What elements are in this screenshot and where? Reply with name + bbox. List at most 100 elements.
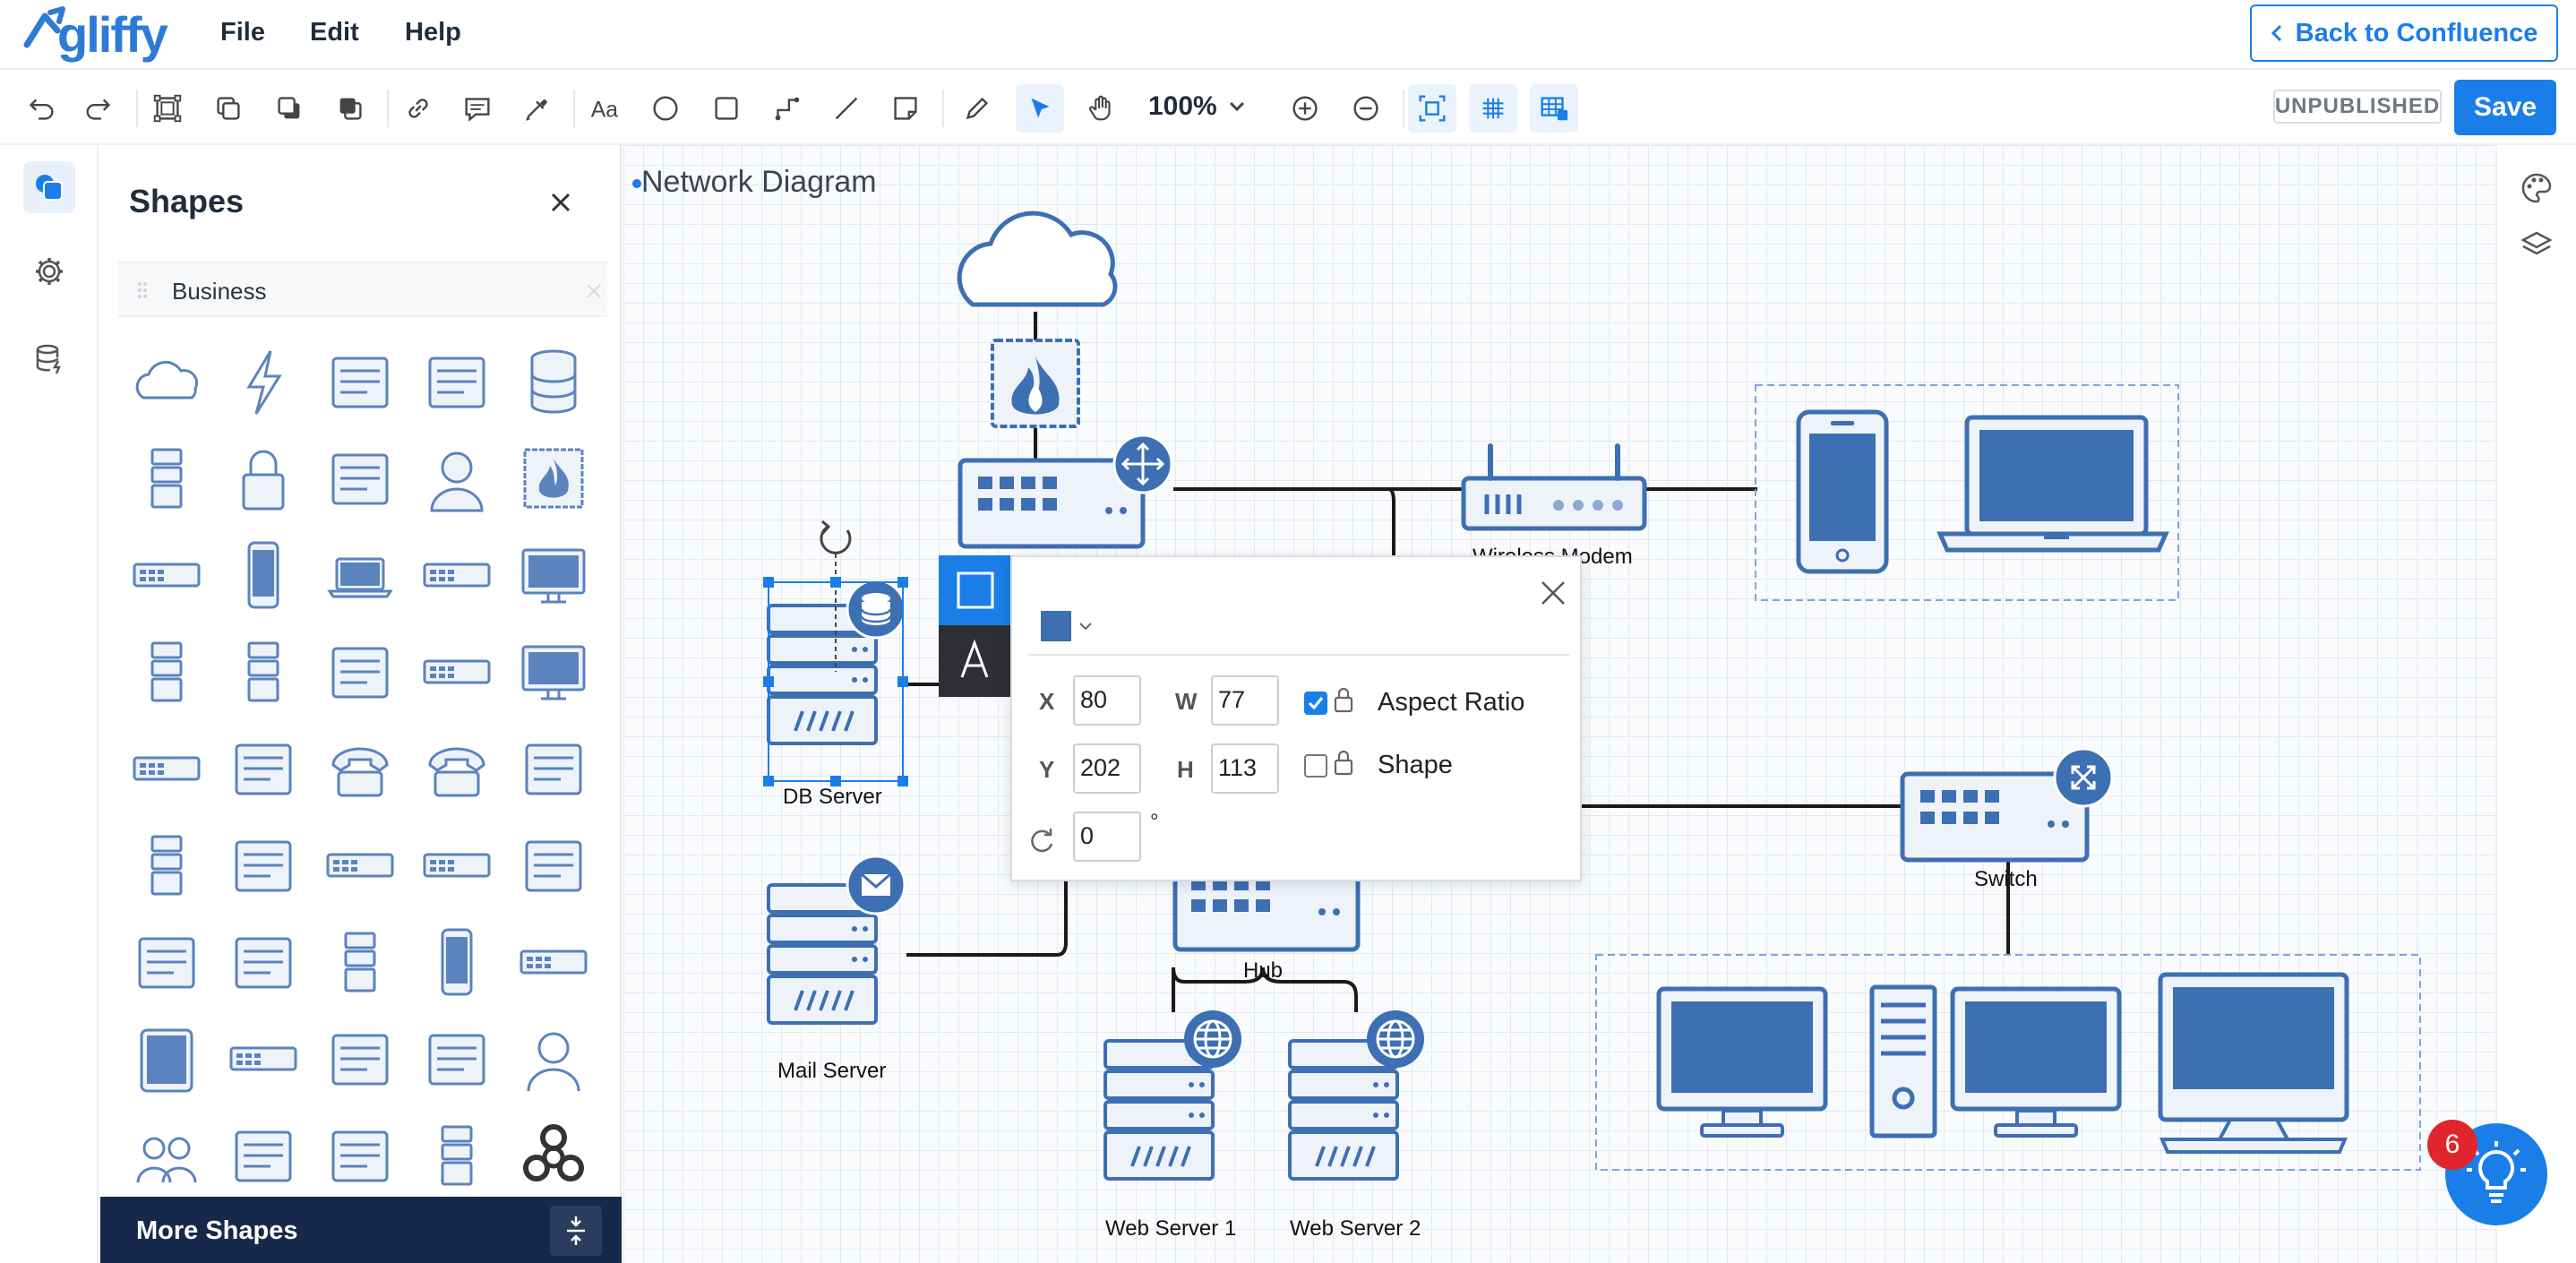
send-to-back-icon[interactable] — [326, 84, 374, 133]
close-icon[interactable] — [543, 185, 579, 220]
hand-icon[interactable] — [1077, 84, 1125, 133]
layers-icon[interactable] — [2519, 228, 2555, 263]
printer-shape-icon[interactable] — [321, 439, 399, 518]
server-user-shape-icon[interactable] — [127, 632, 206, 711]
h-field[interactable]: 113 — [1211, 743, 1279, 794]
mail-server-label[interactable]: Mail Server — [777, 1059, 887, 1083]
film-strip-shape-icon[interactable] — [224, 826, 303, 905]
database-shape-icon[interactable] — [514, 342, 593, 421]
monitor-shape-icon[interactable] — [514, 536, 593, 614]
fill-color-picker[interactable] — [1041, 611, 1093, 641]
fit-icon[interactable] — [1408, 84, 1456, 133]
ellipse-icon[interactable] — [641, 84, 690, 133]
router-x-shape-icon[interactable] — [514, 923, 593, 1001]
rectangle-icon[interactable] — [702, 84, 751, 133]
menu-edit[interactable]: Edit — [310, 18, 359, 47]
diagram-title[interactable]: Network Diagram — [641, 165, 877, 199]
library-header[interactable]: Business — [118, 262, 607, 317]
link-icon[interactable] — [394, 84, 442, 133]
rack-unit-shape-icon[interactable] — [321, 826, 399, 905]
firewall-shape-icon[interactable] — [514, 439, 593, 518]
grid-icon[interactable] — [1469, 84, 1517, 133]
text-icon[interactable]: Aa — [580, 84, 629, 133]
eyedropper-icon[interactable] — [512, 84, 561, 133]
dvd-drive-shape-icon[interactable] — [224, 1019, 303, 1098]
desktop-computer-shape-icon[interactable] — [321, 342, 399, 421]
usb-drive-shape-icon[interactable] — [417, 1019, 496, 1098]
palette-icon[interactable] — [2519, 170, 2555, 206]
redo-icon[interactable] — [75, 84, 124, 133]
mobile-phone-shape-icon[interactable] — [224, 536, 303, 614]
laptop-shape-icon[interactable] — [321, 536, 399, 614]
server-tower-shape-icon[interactable] — [321, 923, 399, 1001]
gliffy-logo[interactable]: gliffy — [18, 2, 179, 66]
router-shape-icon[interactable] — [417, 632, 496, 711]
x-field[interactable]: 80 — [1073, 675, 1141, 726]
server-rack-shape-icon[interactable] — [224, 632, 303, 711]
pencil-icon[interactable] — [953, 84, 1001, 133]
db-server-label[interactable]: DB Server — [783, 785, 882, 809]
back-to-confluence-button[interactable]: Back to Confluence — [2250, 4, 2558, 62]
person-shape-icon[interactable] — [514, 1019, 593, 1098]
menu-file[interactable]: File — [220, 18, 265, 47]
printer-fax-shape-icon[interactable] — [417, 342, 496, 421]
hub-shape-icon[interactable] — [127, 536, 206, 614]
hub-add-shape-icon[interactable] — [417, 826, 496, 905]
comment-icon[interactable] — [453, 84, 502, 133]
settings-gear-icon[interactable] — [23, 245, 75, 297]
shapes-icon[interactable] — [23, 161, 75, 213]
send-backward-icon[interactable] — [265, 84, 313, 133]
shape-style-tab[interactable] — [939, 555, 1010, 625]
zoom-out-icon[interactable] — [1342, 84, 1390, 133]
tablet-shape-icon[interactable] — [127, 1019, 206, 1098]
fax-shape-icon[interactable] — [321, 1019, 399, 1098]
aspect-ratio-checkbox[interactable] — [1304, 692, 1327, 715]
server-settings-shape-icon[interactable] — [127, 826, 206, 905]
monitor-2-shape-icon[interactable] — [514, 632, 593, 711]
more-shapes-bar[interactable]: More Shapes — [100, 1197, 622, 1263]
sticky-note-icon[interactable] — [881, 84, 930, 133]
ip-phone-shape-icon[interactable] — [417, 729, 496, 808]
collapse-icon[interactable] — [550, 1206, 602, 1256]
web-server-2-label[interactable]: Web Server 2 — [1290, 1216, 1421, 1241]
connector-icon[interactable] — [763, 84, 811, 133]
zoom-in-icon[interactable] — [1281, 84, 1329, 133]
snap-icon[interactable] — [1530, 84, 1578, 133]
switch-shape-icon[interactable] — [417, 536, 496, 614]
remove-library-icon[interactable] — [584, 281, 604, 301]
users-shape-icon[interactable] — [127, 1116, 206, 1195]
user-tie-shape-icon[interactable] — [321, 632, 399, 711]
usb-phone-shape-icon[interactable] — [417, 923, 496, 1001]
data-icon[interactable] — [23, 333, 75, 385]
cloud-shape-icon[interactable] — [127, 342, 206, 421]
telephone-shape-icon[interactable] — [321, 729, 399, 808]
drag-handle-icon[interactable] — [134, 279, 156, 301]
rotation-field[interactable]: 0 — [1073, 812, 1141, 862]
screen-shape-icon[interactable] — [321, 1116, 399, 1195]
copier-shape-icon[interactable] — [514, 729, 593, 808]
save-button[interactable]: Save — [2454, 80, 2556, 135]
line-icon[interactable] — [822, 84, 871, 133]
server-dashed-shape-icon[interactable] — [417, 1116, 496, 1195]
web-server-1-label[interactable]: Web Server 1 — [1105, 1216, 1237, 1241]
menu-help[interactable]: Help — [405, 18, 461, 47]
lightning-shape-icon[interactable] — [224, 342, 303, 421]
projector-shape-icon[interactable] — [224, 1116, 303, 1195]
biohazard-shape-icon[interactable] — [514, 1116, 593, 1195]
switch-label[interactable]: Switch — [1974, 867, 2038, 891]
hub-label[interactable]: Hub — [1243, 958, 1284, 983]
satellite-dish-shape-icon[interactable] — [127, 923, 206, 1001]
y-field[interactable]: 202 — [1073, 743, 1141, 794]
satellite-shape-icon[interactable] — [514, 826, 593, 905]
server-mail-shape-icon[interactable] — [127, 439, 206, 518]
pointer-icon[interactable] — [1016, 84, 1064, 133]
pbx-shape-icon[interactable] — [224, 729, 303, 808]
user-shape-icon[interactable] — [417, 439, 496, 518]
patch-panel-shape-icon[interactable] — [127, 729, 206, 808]
zoom-select[interactable]: 100% — [1148, 91, 1246, 122]
shape-lock-checkbox[interactable] — [1304, 754, 1327, 778]
bring-forward-icon[interactable] — [204, 84, 253, 133]
w-field[interactable]: 77 — [1211, 675, 1279, 726]
undo-icon[interactable] — [16, 84, 64, 133]
scanner-shape-icon[interactable] — [224, 923, 303, 1001]
